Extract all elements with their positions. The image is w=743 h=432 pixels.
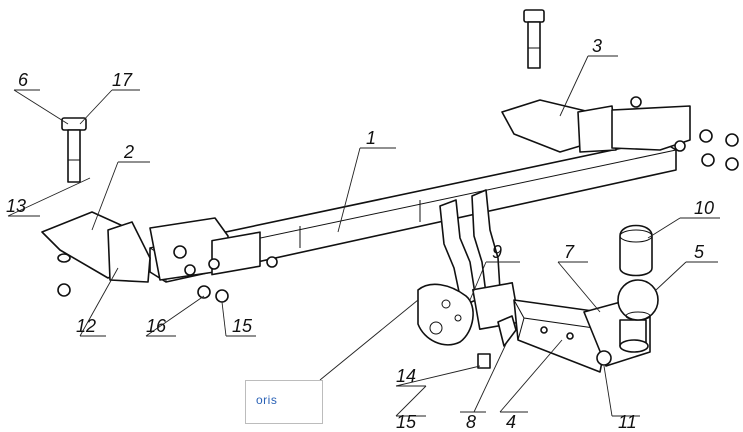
label-part-12: 12 — [76, 316, 96, 336]
label-part-14: 14 — [396, 366, 416, 386]
label-part-8: 8 — [466, 412, 476, 432]
label-part-1: 1 — [366, 128, 376, 148]
nuts — [57, 129, 739, 369]
label-part-9: 9 — [492, 242, 502, 262]
bolt-left — [61, 117, 87, 183]
label-part-3: 3 — [592, 36, 602, 56]
right-bracket — [501, 96, 691, 153]
tow-ball — [583, 279, 659, 367]
leader-lines — [7, 55, 720, 417]
label-part-5: 5 — [694, 242, 705, 262]
label-part-13: 13 — [6, 196, 26, 216]
drop-plate — [417, 189, 520, 346]
label-part-15a: 15 — [396, 412, 417, 432]
label-part-7: 7 — [564, 242, 575, 262]
manufacturer-logo: oris — [256, 393, 278, 407]
label-part-15b: 15 — [232, 316, 253, 336]
manufacturer-logo-box: oris — [245, 380, 323, 424]
bolt-top — [523, 9, 545, 69]
label-part-11: 11 — [618, 412, 637, 432]
label-part-6: 6 — [18, 70, 29, 90]
label-part-10: 10 — [694, 198, 714, 218]
label-part-17: 17 — [112, 70, 133, 90]
label-part-2: 2 — [123, 142, 134, 162]
ball-cap — [619, 224, 653, 277]
left-bracket — [41, 211, 278, 283]
label-part-4: 4 — [506, 412, 516, 432]
label-part-16: 16 — [146, 316, 167, 336]
